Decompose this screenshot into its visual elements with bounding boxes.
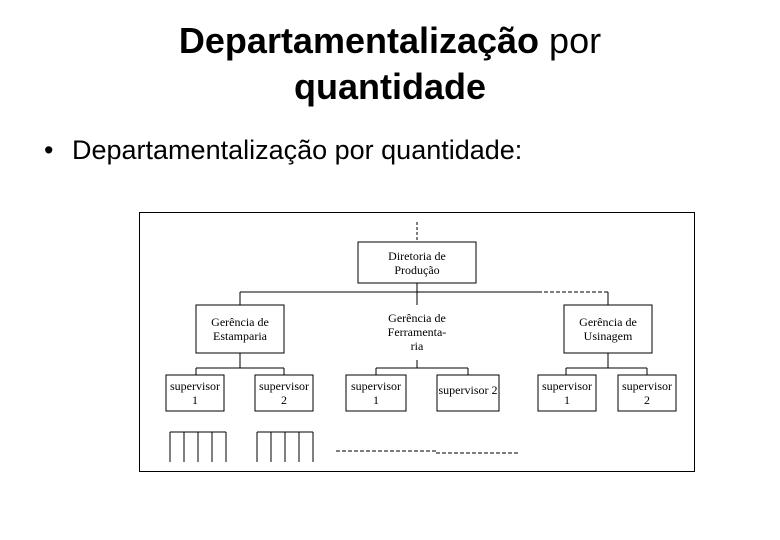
manager-label-1: Gerência de Estamparia <box>211 315 269 343</box>
manager-label-2: Gerência de Ferramenta-ria <box>387 311 447 353</box>
manager-node-3: Gerência de Usinagem <box>564 305 652 353</box>
slide-title-line2: quantidade <box>293 66 486 107</box>
supervisor-box-6-border <box>617 374 677 412</box>
supervisor-node-3: supervisor 1 <box>346 375 406 411</box>
bullet-item: • Departamentalização por quantidade: <box>44 133 522 167</box>
supervisor-label-1: supervisor 1 <box>170 379 220 407</box>
slide-title-bold: Departamentalização <box>178 20 540 61</box>
manager-label-3: Gerência de Usinagem <box>579 315 637 343</box>
slide-title: Departamentalização por quantidade <box>0 18 780 110</box>
supervisor-label-3: supervisor 1 <box>351 379 401 407</box>
supervisor-box-2-border <box>254 374 314 412</box>
org-chart-frame <box>139 212 695 472</box>
bullet-text: Departamentalização por quantidade: <box>72 135 523 165</box>
supervisor-box-4-border <box>436 374 500 412</box>
supervisor-box-1-border <box>165 374 225 412</box>
supervisor-node-6: supervisor 2 <box>618 375 676 411</box>
supervisor-node-4: supervisor 2 <box>437 375 499 405</box>
supervisor-label-2: supervisor 2 <box>259 379 309 407</box>
manager-node-1: Gerência de Estamparia <box>196 305 284 353</box>
supervisor-box-3-border <box>345 374 407 412</box>
supervisor-box-5-border <box>537 374 597 412</box>
director-label: Diretoria de Produção <box>388 248 446 277</box>
supervisor-node-5: supervisor 1 <box>538 375 596 411</box>
supervisor-node-2: supervisor 2 <box>255 375 313 411</box>
supervisor-label-6: supervisor 2 <box>622 379 672 407</box>
supervisor-label-4: supervisor 2 <box>438 383 498 397</box>
bullet-dot: • <box>44 135 54 165</box>
manager-node-2: Gerência de Ferramenta-ria <box>372 305 462 359</box>
slide-title-rest: por <box>539 20 602 61</box>
supervisor-label-5: supervisor 1 <box>542 379 592 407</box>
director-node: Diretoria de Produção <box>358 242 476 283</box>
supervisor-node-1: supervisor 1 <box>166 375 224 411</box>
